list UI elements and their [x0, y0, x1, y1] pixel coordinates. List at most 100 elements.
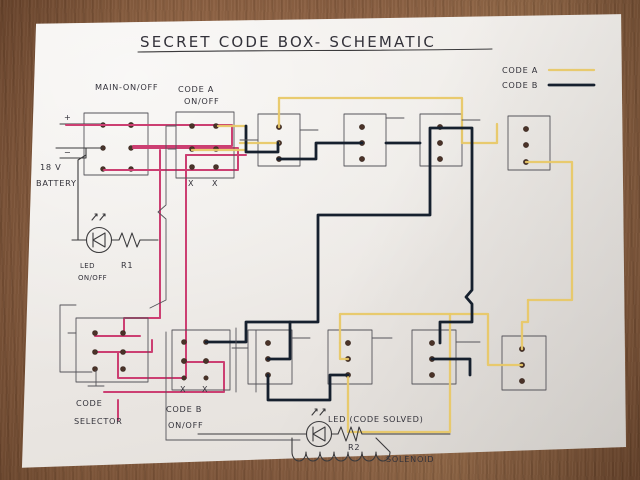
code-selector-label-line2: SELECTOR	[74, 416, 123, 426]
code-selector-pin-2[interactable]	[120, 330, 126, 336]
switch-block-top-4-pin-1[interactable]	[523, 126, 529, 132]
code-selector-pin-5[interactable]	[92, 366, 98, 372]
switch-block-bottom-1-pin-1[interactable]	[265, 340, 271, 346]
code-a-wire-to-block4	[460, 122, 499, 145]
code-selector-pin-4[interactable]	[120, 349, 126, 355]
code-b-wire-main-run	[204, 126, 442, 344]
code-b-wire-block2	[276, 141, 364, 161]
code-b-switch-label-line2: ON/OFF	[168, 420, 203, 430]
switch-block-top-4[interactable]	[507, 115, 551, 171]
led-solved-arrow-1-icon	[311, 408, 318, 416]
power-wire-positive-loop	[65, 124, 233, 147]
code-a-wire-down-block	[520, 298, 530, 351]
switch-block-bottom-1-body	[247, 329, 293, 385]
code-selector-pin-1[interactable]	[92, 330, 98, 336]
code-a-left-bus	[149, 125, 177, 309]
led-solved-symbol-diode	[312, 426, 326, 442]
code-b-pin-4[interactable]	[203, 358, 209, 364]
led-symbol-diode	[92, 232, 106, 248]
main-switch-body	[83, 112, 149, 176]
code-b-wire-right-down	[438, 126, 474, 345]
solenoid-label: SOLENOID	[386, 454, 434, 464]
title-underline	[137, 48, 493, 53]
code-a-on-off-switch[interactable]: CODE A ON/OFF X X	[149, 84, 235, 309]
led-arrow-2-icon	[99, 213, 106, 221]
code-b-pin-5[interactable]	[181, 375, 187, 381]
switch-block-bottom-4[interactable]	[501, 335, 547, 391]
led-power-indicator: LED ON/OFF R1	[71, 154, 159, 282]
battery-label-line1: 18 V	[40, 162, 61, 172]
resistor-r2-label: R2	[348, 442, 360, 452]
code-selector-left-bus	[59, 304, 93, 373]
code-a-pin-6[interactable]	[213, 164, 219, 170]
battery-negative-lead	[59, 147, 87, 159]
code-selector-body	[75, 317, 149, 383]
switch-block-bottom-4-pin-3[interactable]	[519, 378, 525, 384]
resistor-r2-symbol	[331, 426, 373, 442]
code-b-x-mark-left: X	[180, 385, 186, 394]
terminal-plus-label: +	[64, 112, 72, 122]
code-a-pin-1[interactable]	[189, 123, 195, 129]
code-selector-switch[interactable]: CODE SELECTOR	[59, 304, 149, 426]
code-a-wire-bottom-bus	[338, 312, 524, 367]
power-wire-bottom-return	[117, 329, 187, 379]
switch-block-bottom-2-body	[327, 329, 373, 385]
switch-block-bottom-2-pin-1[interactable]	[345, 340, 351, 346]
led-code-solved-label: LED (CODE SOLVED)	[328, 414, 424, 424]
code-selector-pin-3[interactable]	[92, 349, 98, 355]
switch-block-top-2-pin-1[interactable]	[359, 124, 365, 130]
switch-block-top-3-pin-2[interactable]	[437, 140, 443, 146]
switch-block-bottom-3-body	[411, 329, 457, 385]
pencil-connector-lines	[231, 117, 481, 393]
battery-18v: + − 18 V BATTERY	[36, 112, 104, 188]
switch-block-bottom-1[interactable]	[247, 329, 293, 385]
code-b-pin-6[interactable]	[203, 375, 209, 381]
led-solved-symbol-circle	[305, 420, 333, 448]
led-arrow-1-icon	[91, 213, 98, 221]
code-a-pin-5[interactable]	[189, 164, 195, 170]
solenoid-coil-symbol	[291, 437, 391, 462]
led-onoff-label-line2: ON/OFF	[78, 274, 107, 282]
code-b-pin-3[interactable]	[181, 358, 187, 364]
resistor-r1-label: R1	[121, 260, 133, 270]
code-b-switch-label-line1: CODE B	[166, 404, 202, 414]
main-on-off-switch[interactable]: MAIN-ON/OFF	[83, 82, 158, 176]
led-code-solved: LED (CODE SOLVED) R2 SOLENOID	[197, 408, 451, 464]
code-a-wire-right-run	[524, 160, 574, 302]
led-feed-wire	[77, 154, 87, 241]
code-a-wire-top-bus	[277, 96, 464, 130]
switch-block-top-3[interactable]	[419, 113, 463, 167]
led-onoff-label-line1: LED	[80, 262, 95, 270]
code-b-wire-bottom-link	[266, 373, 350, 402]
resistor-r1-symbol	[111, 232, 159, 248]
code-selector-pin-6[interactable]	[120, 366, 126, 372]
power-wire-selector-feed	[123, 317, 161, 333]
power-wiring	[65, 124, 247, 421]
code-b-wiring	[204, 124, 474, 402]
code-a-wiring	[190, 96, 574, 434]
title-group: SECRET CODE BOX- SCHEMATIC	[137, 33, 493, 53]
code-b-wire-block-b1-up	[266, 320, 292, 361]
battery-label-line2: BATTERY	[36, 178, 77, 188]
switch-block-top-2[interactable]	[343, 113, 387, 167]
switch-block-top-3-pin-3[interactable]	[437, 156, 443, 162]
code-a-x-mark-left: X	[188, 179, 194, 188]
code-a-wire-to-solenoid	[346, 312, 452, 434]
code-b-wire-block1	[244, 124, 280, 154]
switch-block-bottom-3-pin-1[interactable]	[429, 340, 435, 346]
legend-label-code-b: CODE B	[502, 80, 538, 90]
code-a-switch-label-line2: ON/OFF	[184, 96, 219, 106]
led-solved-arrow-2-icon	[319, 408, 326, 416]
code-b-pin-1[interactable]	[181, 339, 187, 345]
switch-block-top-4-pin-2[interactable]	[523, 142, 529, 148]
code-b-x-mark-right: X	[202, 385, 208, 394]
switch-block-bottom-4-body	[501, 335, 547, 391]
code-b-wire-block-b3	[430, 357, 472, 377]
main-switch-label: MAIN-ON/OFF	[95, 82, 158, 92]
code-b-switch-body	[171, 329, 231, 391]
switch-block-top-2-pin-3[interactable]	[359, 156, 365, 162]
legend-label-code-a: CODE A	[502, 65, 538, 75]
switch-block-bottom-3-pin-3[interactable]	[429, 372, 435, 378]
